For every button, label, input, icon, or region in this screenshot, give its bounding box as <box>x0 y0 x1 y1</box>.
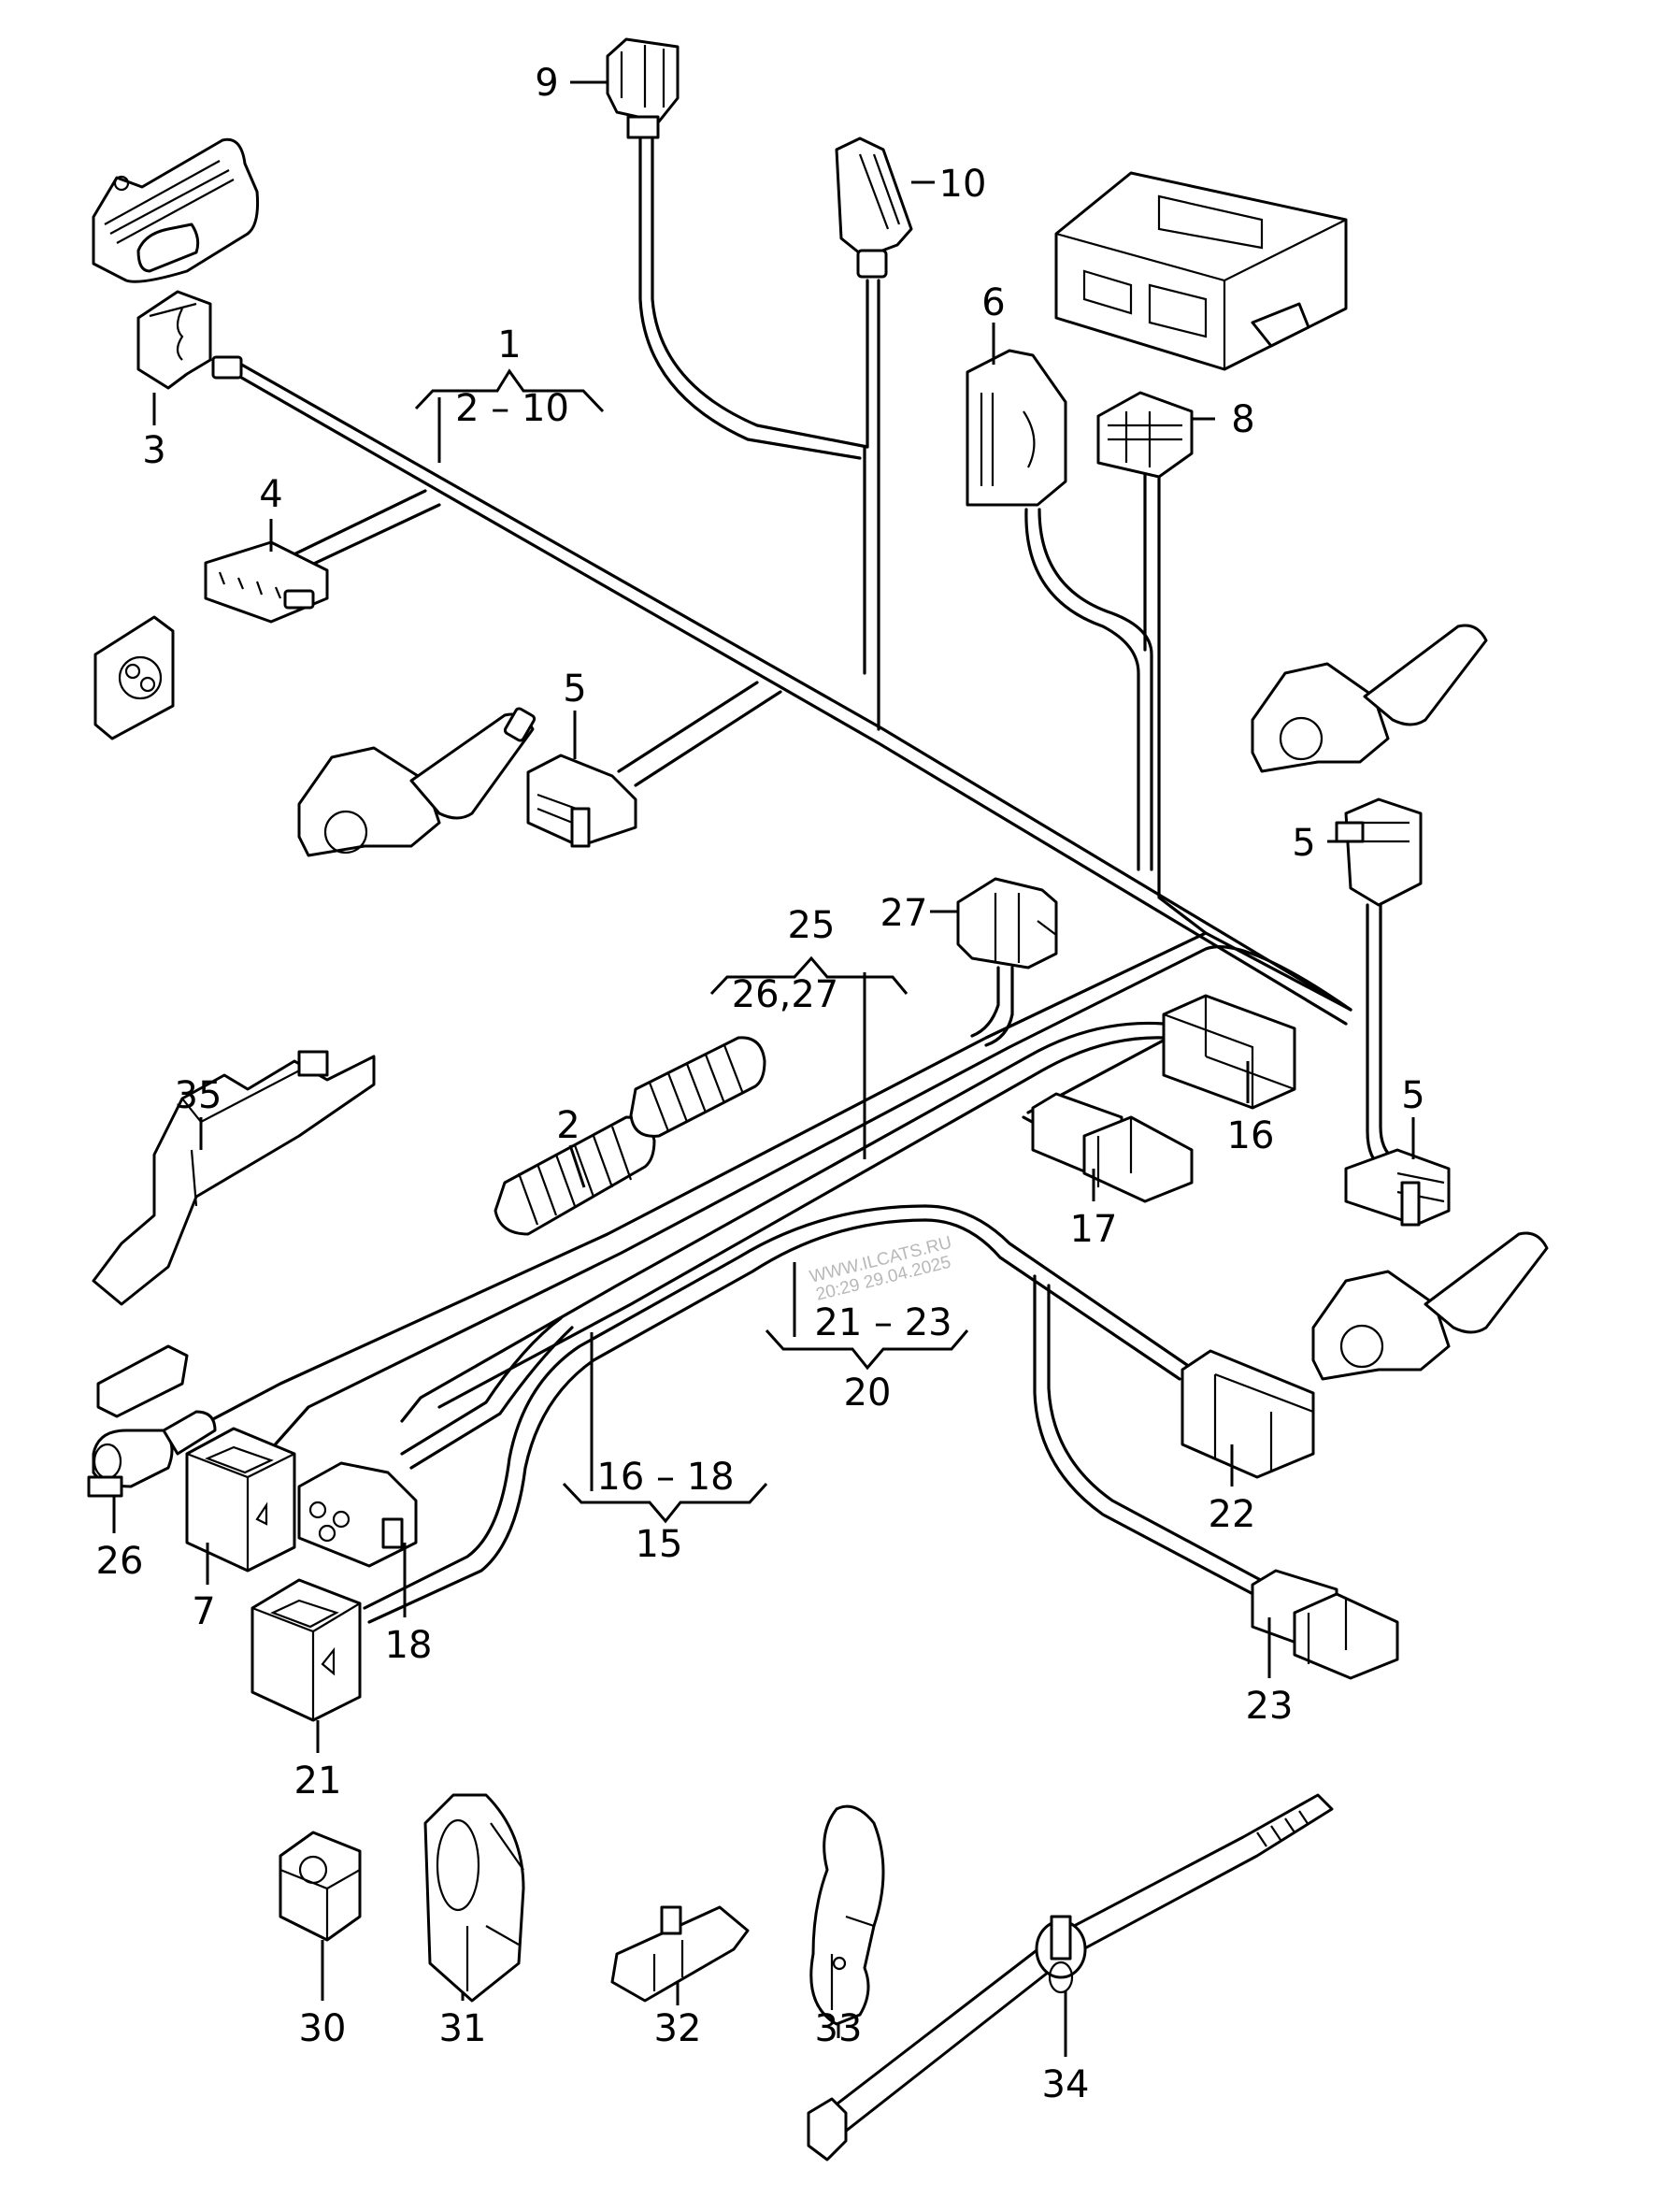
bracket-part-35[interactable] <box>92 1050 376 1306</box>
wire-to-23 <box>1033 1274 1264 1601</box>
label-part-34: 34 <box>1042 2063 1090 2106</box>
wire-to-20-group <box>363 1204 927 1610</box>
branch-wire-4-upper <box>279 489 427 563</box>
label-group-25-children: 26,27 <box>732 973 839 1016</box>
wire-9-right <box>651 136 869 449</box>
connector-part-10[interactable] <box>835 136 913 279</box>
connector-part-6[interactable] <box>966 349 1067 507</box>
brace-group-25 <box>709 955 909 996</box>
label-part-27: 27 <box>880 892 928 935</box>
label-group-15-parent: 15 <box>636 1523 683 1566</box>
wire-to-22-b <box>923 1218 1181 1381</box>
clip-part-32[interactable] <box>610 1905 750 2003</box>
branch-wire-5a-lower <box>634 690 782 787</box>
connector-part-21[interactable] <box>250 1578 362 1722</box>
corrugated-tube-part-2[interactable] <box>494 1036 766 1236</box>
lower-bundle-to-27 <box>970 966 1000 1038</box>
label-part-35: 35 <box>175 1074 222 1117</box>
label-part-30: 30 <box>299 2007 347 2050</box>
connector-part-23[interactable] <box>1251 1569 1399 1680</box>
wire-to-16-b <box>437 1036 1166 1409</box>
label-part-32: 32 <box>654 2007 702 2050</box>
connector-part-16[interactable] <box>1162 994 1296 1110</box>
wire-5b-5c-b <box>1379 903 1396 1161</box>
connector-part-22[interactable] <box>1181 1349 1315 1479</box>
connector-part-3[interactable] <box>136 290 243 390</box>
wire-to-18 <box>400 1316 563 1456</box>
brace-group-15 <box>562 1482 768 1524</box>
wire-8-b <box>1157 456 1352 1012</box>
wire-to-23-b <box>1047 1284 1271 1587</box>
label-part-4: 4 <box>259 473 282 516</box>
connector-part-4[interactable] <box>204 540 329 624</box>
connector-part-26[interactable] <box>87 1344 217 1498</box>
brace-group-20 <box>765 1329 969 1371</box>
label-part-18: 18 <box>385 1624 433 1667</box>
watermark: WWW.ILCATS.RU 20:29 29.04.2025 <box>808 1233 953 1305</box>
connector-part-8[interactable] <box>1096 391 1194 479</box>
seat-motor-right-bottom <box>1311 1231 1549 1381</box>
branch-wire-5a-upper <box>617 681 759 773</box>
group-braces <box>414 368 969 1524</box>
main-trunk-wire-lower <box>236 374 1348 1026</box>
harness-wires <box>190 136 1396 1624</box>
wire-to-22 <box>923 1204 1189 1367</box>
label-part-6: 6 <box>981 281 1005 324</box>
connector-part-5-right-bottom[interactable] <box>1344 1148 1451 1227</box>
main-trunk-wire-upper <box>236 361 1352 1012</box>
wire-to-16 <box>400 1021 1166 1423</box>
seat-motor-right-top <box>1251 624 1488 773</box>
control-unit-module <box>1054 171 1348 371</box>
label-part-7: 7 <box>192 1590 215 1633</box>
label-part-23: 23 <box>1246 1685 1294 1728</box>
connector-part-7[interactable] <box>185 1427 296 1573</box>
label-group-20-parent: 20 <box>844 1372 892 1415</box>
wire-to-18-b <box>409 1326 574 1470</box>
label-part-22: 22 <box>1209 1493 1256 1536</box>
label-part-16: 16 <box>1227 1114 1275 1157</box>
lower-bundle-to-27-b <box>984 966 1014 1047</box>
brace-group-1 <box>414 368 605 413</box>
connector-part-9[interactable] <box>606 37 680 139</box>
wire-6-b <box>1038 508 1153 871</box>
connector-part-5-left[interactable] <box>526 754 637 848</box>
label-part-33: 33 <box>815 2007 863 2050</box>
label-group-1-parent: 1 <box>497 323 521 366</box>
label-group-20-children: 21 – 23 <box>814 1301 952 1344</box>
socket-plate-part-4 <box>93 615 175 740</box>
label-part-5-right-bottom: 5 <box>1401 1074 1424 1117</box>
part-labels: 9 10 3 4 6 8 5 5 5 27 2 35 16 17 22 23 2… <box>96 62 1425 2106</box>
label-part-8: 8 <box>1231 398 1254 441</box>
seat-motor-left <box>297 707 537 857</box>
label-part-26: 26 <box>96 1540 144 1583</box>
connector-part-18[interactable] <box>297 1461 418 1568</box>
connector-part-17[interactable] <box>1031 1092 1194 1203</box>
clip-part-31[interactable] <box>423 1793 525 2003</box>
lower-bundle-1 <box>190 931 1208 1432</box>
label-group-15-children: 16 – 18 <box>596 1456 734 1499</box>
wire-to-20-group-b <box>367 1218 927 1624</box>
label-part-2: 2 <box>556 1104 580 1147</box>
label-group-1-children: 2 – 10 <box>455 387 569 430</box>
cable-tie-part-34[interactable] <box>807 1793 1334 2162</box>
label-part-17: 17 <box>1070 1208 1118 1251</box>
label-part-21: 21 <box>294 1760 342 1803</box>
wire-6-a <box>1024 508 1140 871</box>
label-part-10: 10 <box>939 163 987 206</box>
label-group-25-parent: 25 <box>788 904 836 947</box>
label-part-5-left: 5 <box>563 668 586 711</box>
connector-part-5-right-top[interactable] <box>1335 797 1423 907</box>
label-part-3: 3 <box>142 429 165 472</box>
nut-part-30[interactable] <box>279 1831 362 1942</box>
leader-lines <box>112 80 1415 2057</box>
wire-9-left <box>638 136 862 460</box>
cover-part-top-left <box>92 137 259 283</box>
label-part-5-right-top: 5 <box>1292 822 1315 865</box>
connector-part-27[interactable] <box>956 877 1058 970</box>
lower-bundle-2 <box>269 945 1352 1451</box>
clip-part-33[interactable] <box>809 1804 885 2026</box>
label-part-9: 9 <box>535 62 558 105</box>
label-part-31: 31 <box>439 2007 487 2050</box>
